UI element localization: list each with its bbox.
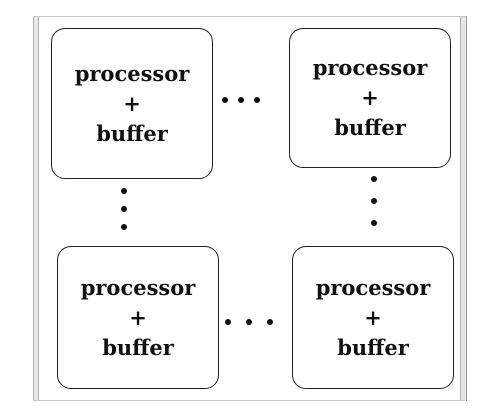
ellipsis-dot-top — [238, 97, 244, 103]
ellipsis-dot-left — [121, 188, 127, 194]
ellipsis-dot-top — [254, 97, 260, 103]
frame-left-border — [33, 16, 39, 401]
ellipsis-dot-left — [121, 206, 127, 212]
processor-buffer-node-bottom-left: processor + buffer — [57, 246, 219, 389]
ellipsis-dot-left — [121, 224, 127, 230]
ellipsis-dot-right — [371, 198, 377, 204]
node-label-buffer: buffer — [96, 120, 168, 146]
node-label-processor: processor — [312, 55, 428, 80]
processor-buffer-node-top-right: processor + buffer — [289, 28, 451, 168]
node-label-plus: + — [364, 304, 382, 330]
ellipsis-dot-right — [371, 176, 377, 182]
ellipsis-dot-bottom — [225, 319, 231, 325]
node-label-buffer: buffer — [334, 115, 406, 140]
processor-buffer-node-bottom-right: processor + buffer — [292, 246, 454, 389]
node-label-processor: processor — [74, 60, 190, 86]
ellipsis-dot-right — [371, 220, 377, 226]
node-label-plus: + — [123, 90, 141, 116]
frame-top-border — [33, 16, 465, 17]
node-label-plus: + — [361, 85, 379, 110]
node-label-processor: processor — [315, 274, 431, 300]
node-label-buffer: buffer — [337, 334, 409, 360]
node-label-buffer: buffer — [102, 334, 174, 360]
node-label-plus: + — [129, 304, 147, 330]
ellipsis-dot-bottom — [246, 319, 252, 325]
frame-right-border — [460, 16, 467, 401]
node-label-processor: processor — [80, 274, 196, 300]
ellipsis-dot-top — [222, 97, 228, 103]
processor-buffer-node-top-left: processor + buffer — [51, 28, 213, 179]
frame-bottom-border — [33, 400, 465, 401]
ellipsis-dot-bottom — [267, 319, 273, 325]
